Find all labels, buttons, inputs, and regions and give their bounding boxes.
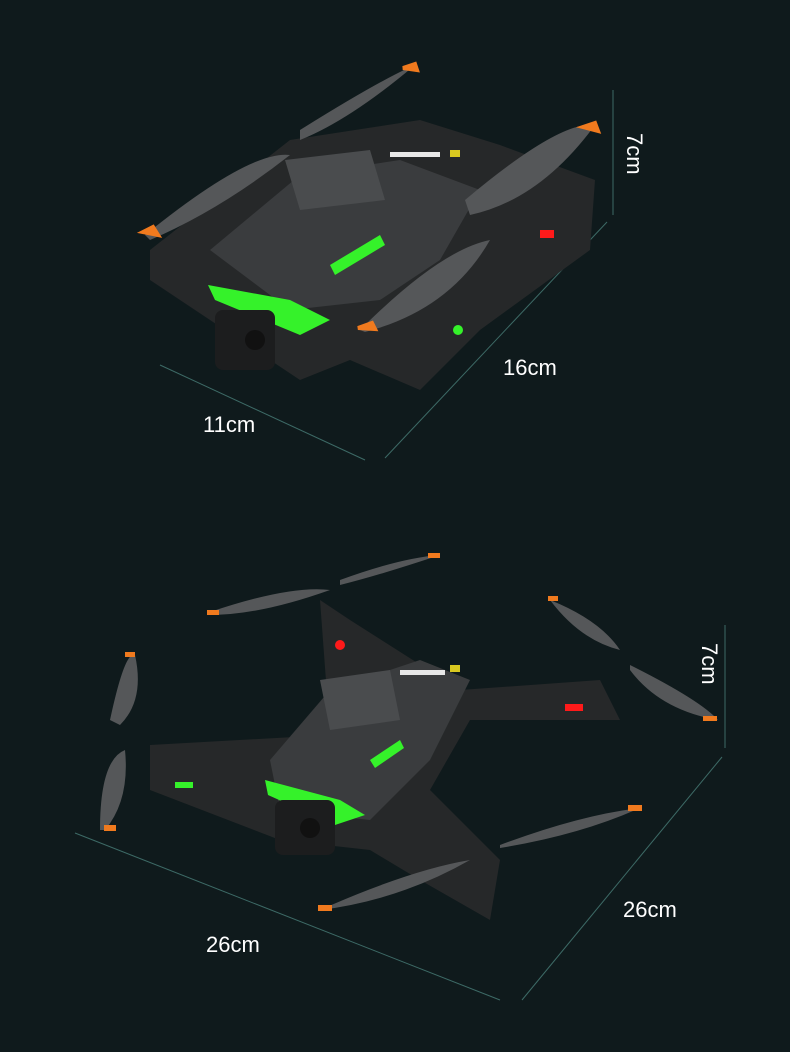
unfolded-width-label: 26cm — [206, 932, 260, 957]
folded-length-label: 16cm — [503, 355, 557, 380]
logo — [390, 150, 460, 157]
folded-drone — [136, 61, 602, 390]
unfolded-drone — [100, 553, 718, 920]
folded-height-label: 7cm — [622, 133, 647, 175]
unfolded-length-label: 26cm — [623, 897, 677, 922]
folded-width-label: 11cm — [203, 412, 256, 437]
logo — [400, 665, 460, 675]
unfolded-height-label: 7cm — [697, 643, 722, 685]
